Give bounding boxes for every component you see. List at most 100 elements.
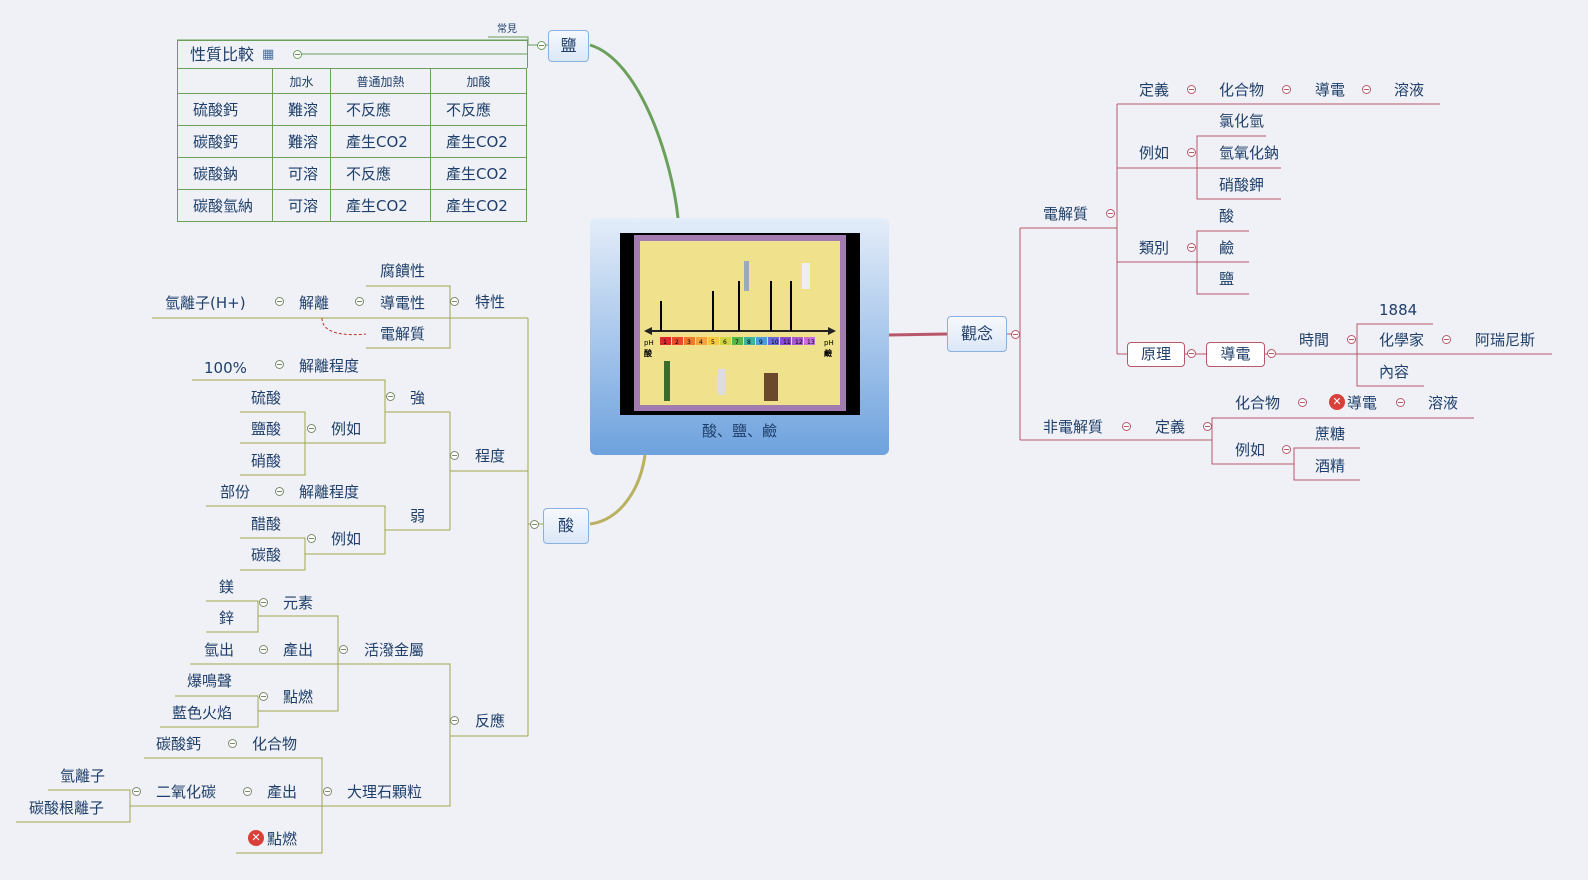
collapse-icon[interactable] [307,424,316,433]
concept-label: 觀念 [960,324,993,343]
year-label: 1884 [1379,301,1418,319]
ph-tick-label: 13 [807,339,815,346]
collapse-icon[interactable] [323,787,332,796]
table-cell: 產生CO2 [430,125,527,158]
collapse-icon[interactable] [1187,148,1196,157]
percent-label: 100% [204,359,247,377]
collapse-icon[interactable] [450,297,459,306]
collapse-icon[interactable] [307,534,316,543]
category-item: 酸 [1219,207,1235,225]
hydrogen-ion-label: 氫離子(H+) [165,294,246,312]
collapse-icon[interactable] [1187,349,1196,358]
category-item: 鹽 [1219,270,1235,288]
ph-tick-label: 12 [795,339,803,346]
table-cell: 不反應 [330,157,431,190]
collapse-icon[interactable] [450,451,459,460]
table-cell: 可溶 [272,157,331,190]
table-header: 普通加熱 [330,68,431,94]
table-cell: 碳酸氫納 [177,189,273,222]
table-title-row: 性質比較 ▦ [177,40,528,68]
collapse-icon[interactable] [1298,398,1307,407]
ph-tick-label: 6 [723,339,727,346]
strong-dissociation-label: 解離程度 [299,357,360,375]
chemist-label: 化學家 [1379,331,1425,349]
collapse-icon[interactable] [259,598,268,607]
element-item: 鎂 [219,578,235,596]
non-example-label: 例如 [1235,441,1266,459]
ph-tick-label: 4 [699,339,703,346]
example-label: 例如 [1139,144,1170,162]
collapse-icon[interactable] [1267,349,1276,358]
collapse-icon[interactable] [1122,422,1131,431]
element-item: 鋅 [219,609,235,627]
collapse-icon[interactable] [1442,335,1451,344]
collapse-icon[interactable] [1347,335,1356,344]
weak-acid-item: 醋酸 [251,515,282,533]
ph-tick-label: 5 [711,339,715,346]
weak-acid-item: 碳酸 [251,546,282,564]
collapse-icon[interactable] [1203,422,1212,431]
collapse-icon[interactable] [1187,85,1196,94]
collapse-icon[interactable] [293,50,302,59]
collapse-icon[interactable] [537,41,546,50]
collapse-icon[interactable] [259,692,268,701]
collapse-icon[interactable] [1282,85,1291,94]
salt-node[interactable]: 鹽 [548,30,589,62]
acid-label: 酸 [557,516,574,535]
salt-label: 鹽 [560,36,577,55]
table-cell: 碳酸鈣 [177,125,273,158]
non-definition-item: 導電 [1347,394,1378,412]
collapse-icon[interactable] [275,360,284,369]
ph-swatch [684,337,695,345]
central-title: 酸、鹽、鹼 [701,422,777,440]
collapse-icon[interactable] [355,297,364,306]
non-electrolyte-label: 非電解質 [1043,418,1104,436]
collapse-icon[interactable] [275,487,284,496]
part-label: 部份 [220,483,251,501]
strong-acid-item: 鹽酸 [251,420,282,438]
table-cell: 不反應 [430,93,527,126]
ph-swatch [780,337,791,345]
ph-swatch [720,337,731,345]
acid-end-label: 酸 [644,348,653,358]
collapse-icon[interactable] [1396,398,1405,407]
collapse-icon[interactable] [386,392,395,401]
collapse-icon[interactable] [1282,445,1291,454]
common-label: 常見 [497,24,517,35]
principle-node[interactable]: 原理 [1127,342,1185,367]
collapse-icon[interactable] [1362,85,1371,94]
collapse-icon[interactable] [275,297,284,306]
collapse-icon[interactable] [450,716,459,725]
table-add-icon[interactable]: ▦ [262,47,275,62]
definition-label: 定義 [1139,81,1170,99]
definition-chain-item: 化合物 [1219,81,1265,99]
collapse-icon[interactable] [228,739,237,748]
ph-swatch [660,337,671,345]
collapse-icon[interactable] [243,787,252,796]
ph-right-label: pH [824,339,834,347]
collapse-icon[interactable] [132,787,141,796]
collapse-icon[interactable] [1106,209,1115,218]
example-item: 硝酸鉀 [1219,176,1265,194]
acid-node[interactable]: 酸 [543,508,589,544]
table-cell: 硫酸鈣 [177,93,273,126]
collapse-icon[interactable] [259,645,268,654]
conduct-node[interactable]: 導電 [1206,342,1265,367]
ph-tick-label: 2 [675,339,679,346]
collapse-icon[interactable] [530,520,539,529]
degree-label: 程度 [475,447,506,465]
collapse-icon[interactable] [339,645,348,654]
definition-chain-item: 溶液 [1394,81,1425,99]
ph-tick-label: 1 [663,339,667,346]
carton-icon [718,369,725,395]
table-header [177,68,273,94]
concept-node[interactable]: 觀念 [947,316,1007,352]
ph-swatch [768,337,779,345]
collapse-icon[interactable] [1187,243,1196,252]
non-definition-item: 化合物 [1235,394,1281,412]
collapse-icon[interactable] [1011,330,1020,339]
table-header: 加水 [272,68,331,94]
ph-swatch [672,337,683,345]
